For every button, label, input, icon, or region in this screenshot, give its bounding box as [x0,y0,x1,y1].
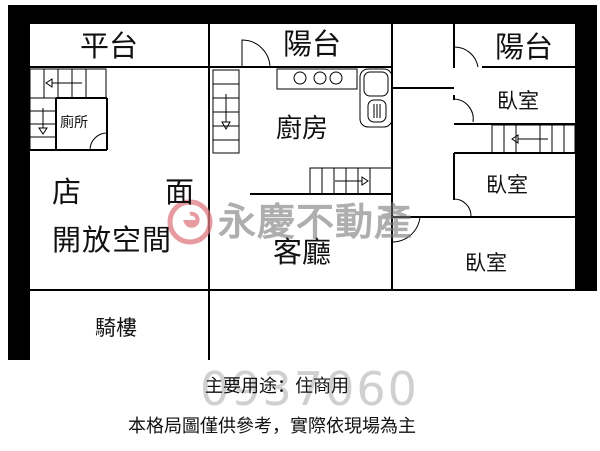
watermark-number: 0937060 [200,362,419,416]
kitchen-fixtures [276,68,393,128]
room-label-toilet: 廁所 [60,115,88,131]
room-label-bedroom-3: 臥室 [465,251,507,275]
room-label-bedroom-2: 臥室 [486,173,528,197]
room-label-open-space: 開放空間 [52,223,173,257]
room-label-arcade: 騎樓 [95,316,137,340]
room-label-platform: 平台 [80,29,139,63]
room-label-store-1: 店 [52,175,82,209]
room-label-kitchen: 廚房 [276,114,329,144]
usage-note: 主要用途：住商用 [205,376,349,397]
room-label-bedroom-1: 臥室 [497,89,539,113]
stairs [29,68,576,195]
room-label-balcony-middle: 陽台 [283,27,342,61]
room-label-balcony-right: 陽台 [495,30,554,64]
disclaimer-note: 本格局圖僅供參考，實際依現場為主 [128,416,416,437]
room-label-store-2: 面 [165,175,195,209]
room-label-living-room: 客廳 [273,235,332,269]
doors [89,39,479,243]
outer-walls [8,5,597,360]
watermark-logo-icon [167,199,213,245]
watermark-brand: 永慶不動產 [218,200,414,244]
